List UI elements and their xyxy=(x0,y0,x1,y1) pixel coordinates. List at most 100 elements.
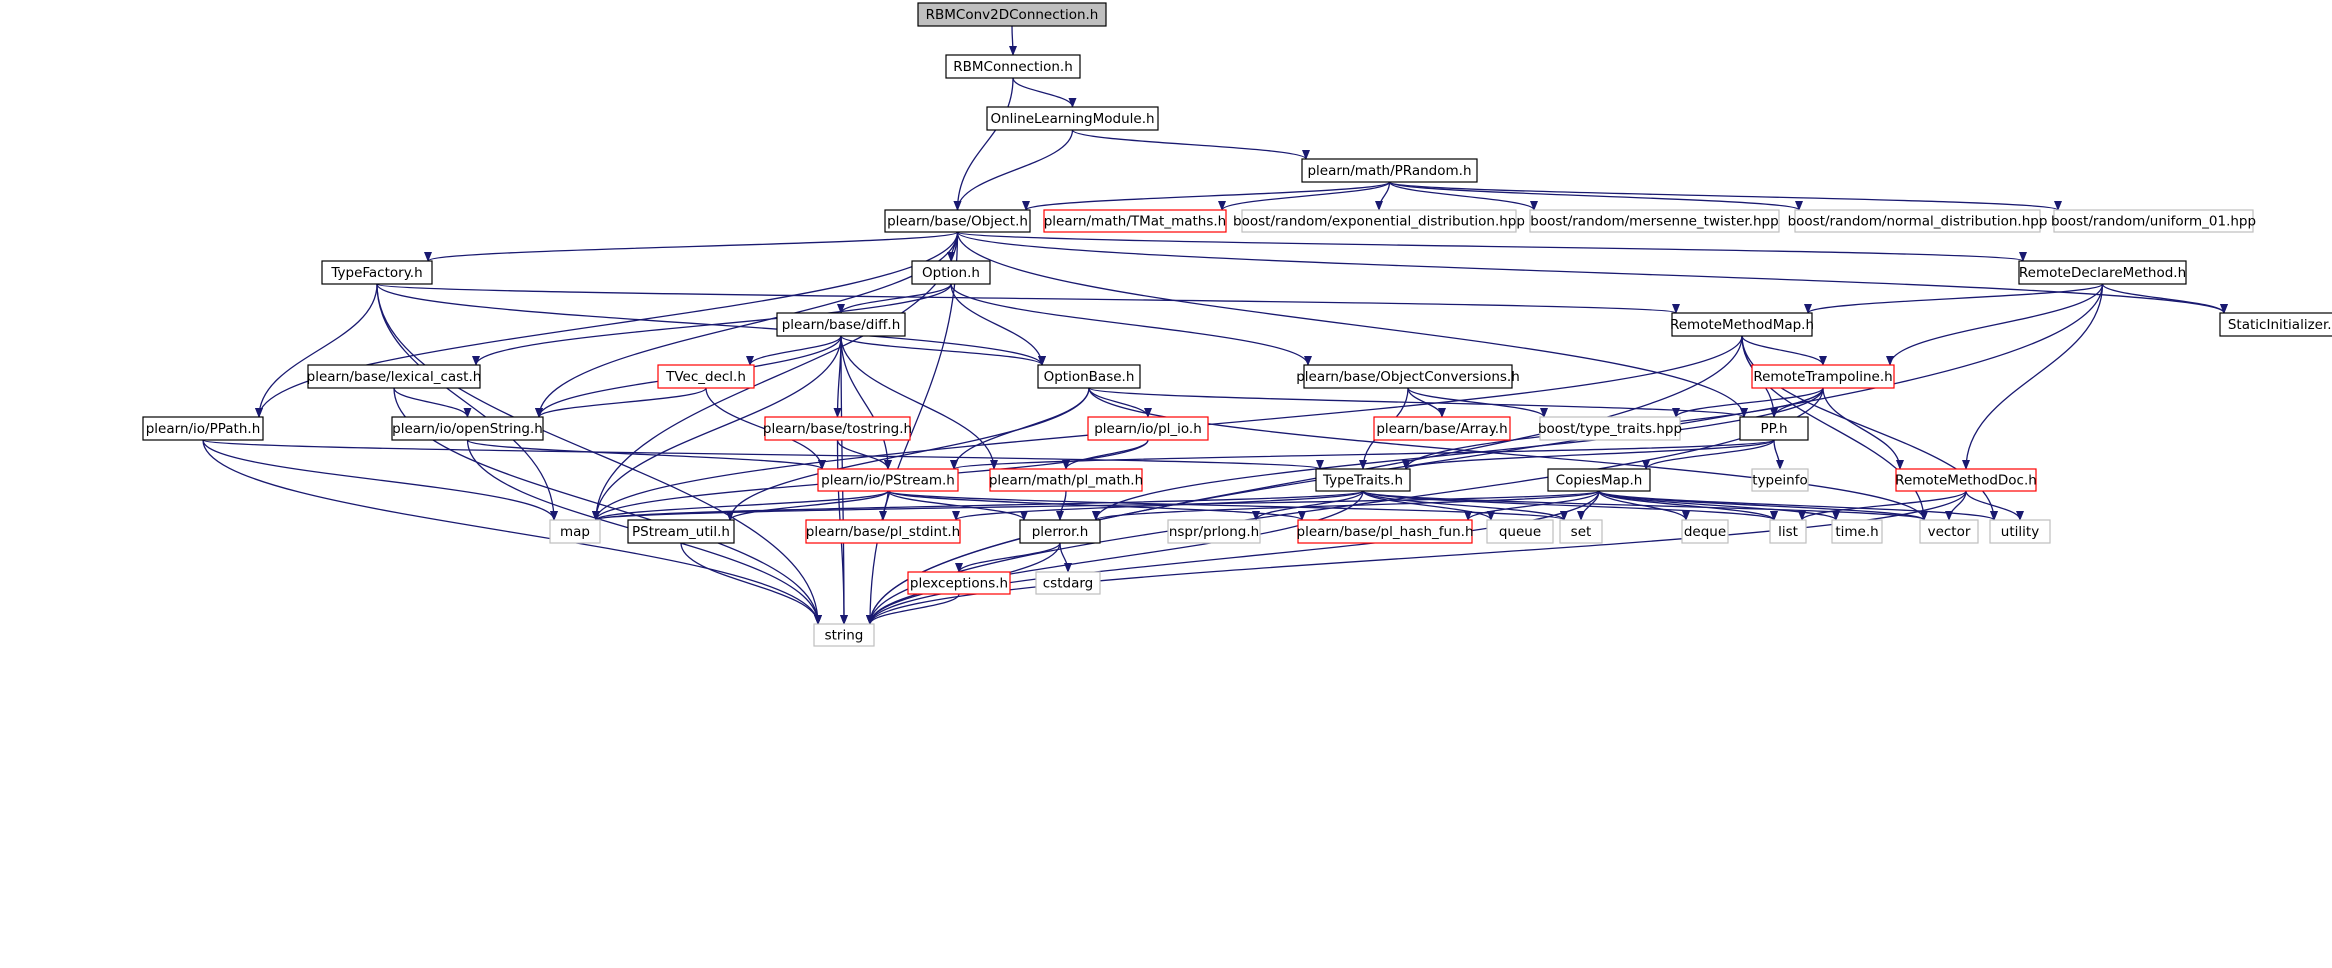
node-timeh[interactable]: time.h xyxy=(1831,519,1883,544)
node-box xyxy=(1486,519,1554,544)
edge-rbmconn-to-object xyxy=(953,77,1014,211)
node-option[interactable]: Option.h xyxy=(911,260,991,285)
node-rtramp[interactable]: RemoteTrampoline.h xyxy=(1751,364,1895,389)
edge-openstring-to-pstream xyxy=(466,439,826,470)
node-label: plexceptions.h xyxy=(910,576,1008,592)
node-diff[interactable]: plearn/base/diff.h xyxy=(776,312,906,337)
edge-pstream-to-map xyxy=(592,490,889,521)
node-pp[interactable]: PP.h xyxy=(1739,416,1809,441)
edge-pp-to-typeinfo xyxy=(1773,439,1784,470)
node-box xyxy=(911,260,991,285)
node-box xyxy=(1681,519,1729,544)
node-label: plearn/math/TMat_maths.h xyxy=(1044,214,1227,230)
edge-plerror-to-plexceptions xyxy=(955,542,1061,573)
node-normdist[interactable]: boost/random/normal_distribution.hpp xyxy=(1788,209,2048,233)
node-deque[interactable]: deque xyxy=(1681,519,1729,544)
node-string[interactable]: string xyxy=(813,623,875,647)
node-box xyxy=(1919,519,1979,544)
node-box xyxy=(142,416,264,441)
node-box xyxy=(1989,519,2051,544)
node-plstdint[interactable]: plearn/base/pl_stdint.h xyxy=(805,519,961,544)
node-box xyxy=(989,468,1143,492)
edge-optionbase-to-pstreamutil xyxy=(726,387,1090,521)
node-label: typeinfo xyxy=(1752,473,1807,489)
node-plhash[interactable]: plearn/base/pl_hash_fun.h xyxy=(1297,519,1474,544)
node-prandom[interactable]: plearn/math/PRandom.h xyxy=(1301,158,1478,183)
node-objconv[interactable]: plearn/base/ObjectConversions.h xyxy=(1296,364,1520,389)
node-pstream[interactable]: plearn/io/PStream.h xyxy=(817,468,959,492)
node-nsprlong[interactable]: nspr/prlong.h xyxy=(1167,519,1261,544)
node-label: PP.h xyxy=(1760,421,1787,437)
node-utility[interactable]: utility xyxy=(1989,519,2051,544)
node-box xyxy=(1559,519,1603,544)
node-tmat[interactable]: plearn/math/TMat_maths.h xyxy=(1043,209,1227,233)
node-lexcast[interactable]: plearn/base/lexical_cast.h xyxy=(307,364,482,389)
node-label: string xyxy=(825,628,864,644)
edge-copiesmap-to-deque xyxy=(1598,490,1690,521)
node-mersenne[interactable]: boost/random/mersenne_twister.hpp xyxy=(1529,209,1780,233)
node-label: list xyxy=(1778,524,1798,540)
edge-copiesmap-to-string xyxy=(866,490,1600,625)
node-openstring[interactable]: plearn/io/openString.h xyxy=(391,416,544,441)
edge-copiesmap-to-utility xyxy=(1598,490,1998,521)
node-queue[interactable]: queue xyxy=(1486,519,1554,544)
edge-typetraits-to-set xyxy=(1362,490,1568,521)
edge-optionbase-to-vector xyxy=(1088,387,1928,521)
node-box xyxy=(1751,468,1809,492)
node-box xyxy=(1019,519,1101,544)
node-label: plearn/math/pl_math.h xyxy=(989,473,1143,489)
node-object[interactable]: plearn/base/Object.h xyxy=(884,209,1031,233)
node-optionbase[interactable]: OptionBase.h xyxy=(1037,364,1141,389)
node-tvecdecl[interactable]: TVec_decl.h xyxy=(657,364,755,389)
edge-typetraits-to-plstdint xyxy=(952,490,1364,521)
node-box xyxy=(1087,416,1209,441)
node-list[interactable]: list xyxy=(1769,519,1807,544)
node-expdist[interactable]: boost/random/exponential_distribution.hp… xyxy=(1233,209,1525,233)
node-typefactory[interactable]: TypeFactory.h xyxy=(321,260,433,285)
node-plexceptions[interactable]: plexceptions.h xyxy=(907,571,1011,595)
node-plio[interactable]: plearn/io/pl_io.h xyxy=(1087,416,1209,441)
node-uniform01[interactable]: boost/random/uniform_01.hpp xyxy=(2051,209,2256,233)
node-olm[interactable]: OnlineLearningModule.h xyxy=(986,106,1159,131)
edge-optionbase-to-pp xyxy=(1088,387,1748,418)
edge-typefactory-to-map xyxy=(376,283,558,521)
node-plerror[interactable]: plerror.h xyxy=(1019,519,1101,544)
node-tostring[interactable]: plearn/base/tostring.h xyxy=(763,416,912,441)
node-plmath[interactable]: plearn/math/pl_math.h xyxy=(989,468,1143,492)
node-typeinfo[interactable]: typeinfo xyxy=(1751,468,1809,492)
node-staticinit[interactable]: StaticInitializer.h xyxy=(2219,312,2332,337)
node-cstdarg[interactable]: cstdarg xyxy=(1035,571,1101,595)
node-box xyxy=(1315,468,1411,492)
node-label: RemoteTrampoline.h xyxy=(1753,369,1892,385)
node-box xyxy=(2018,260,2187,285)
node-set[interactable]: set xyxy=(1559,519,1603,544)
node-rmdoc[interactable]: RemoteMethodDoc.h xyxy=(1895,468,2037,492)
node-box xyxy=(817,468,959,492)
edge-plexceptions-to-string xyxy=(866,593,960,625)
edge-pstream-to-pstreamutil xyxy=(726,490,889,521)
node-typetraits[interactable]: TypeTraits.h xyxy=(1315,468,1411,492)
node-map[interactable]: map xyxy=(549,519,601,544)
node-box xyxy=(1303,364,1513,389)
node-typetraitshpp[interactable]: boost/type_traits.hpp xyxy=(1538,416,1682,441)
node-box xyxy=(945,54,1081,79)
node-box xyxy=(805,519,961,544)
edge-pstream-to-plstdint xyxy=(879,490,889,521)
node-box xyxy=(1794,209,2041,233)
node-label: nspr/prlong.h xyxy=(1169,524,1259,540)
node-rmm[interactable]: RemoteMethodMap.h xyxy=(1670,312,1814,337)
node-copiesmap[interactable]: CopiesMap.h xyxy=(1547,468,1651,492)
node-label: vector xyxy=(1928,524,1971,540)
edge-objconv-to-array xyxy=(1407,387,1446,418)
edge-object-to-staticinit xyxy=(956,231,2228,314)
node-array[interactable]: plearn/base/Array.h xyxy=(1373,416,1511,441)
node-vector[interactable]: vector xyxy=(1919,519,1979,544)
edge-diff-to-plmath xyxy=(840,335,998,470)
node-pstreamutil[interactable]: PStream_util.h xyxy=(627,519,735,544)
node-rbmconn[interactable]: RBMConnection.h xyxy=(945,54,1081,79)
edge-typetraits-to-list xyxy=(1362,490,1778,521)
node-rbmconv2d[interactable]: RBMConv2DConnection.h xyxy=(917,2,1107,27)
node-rdm[interactable]: RemoteDeclareMethod.h xyxy=(2018,260,2187,285)
node-ppath[interactable]: plearn/io/PPath.h xyxy=(142,416,264,441)
edge-diff-to-pstream xyxy=(840,335,892,470)
